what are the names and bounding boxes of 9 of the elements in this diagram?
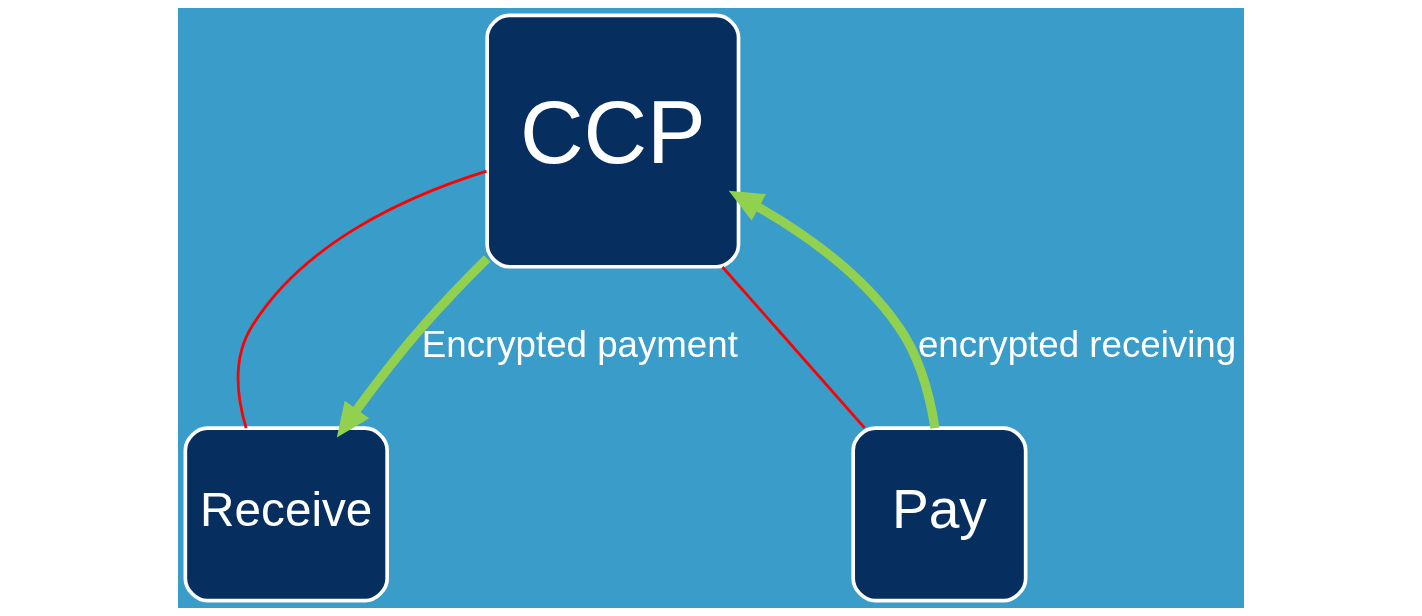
node-box: CCP xyxy=(485,13,741,269)
edge-label: encrypted receiving xyxy=(917,323,1237,365)
edge-label: Encrypted payment xyxy=(421,323,738,365)
connector xyxy=(721,266,866,429)
arrow xyxy=(336,255,491,438)
connector xyxy=(236,169,487,429)
node-box: Pay xyxy=(851,426,1028,603)
arrow xyxy=(728,190,940,429)
node-box: Receive xyxy=(183,426,389,603)
